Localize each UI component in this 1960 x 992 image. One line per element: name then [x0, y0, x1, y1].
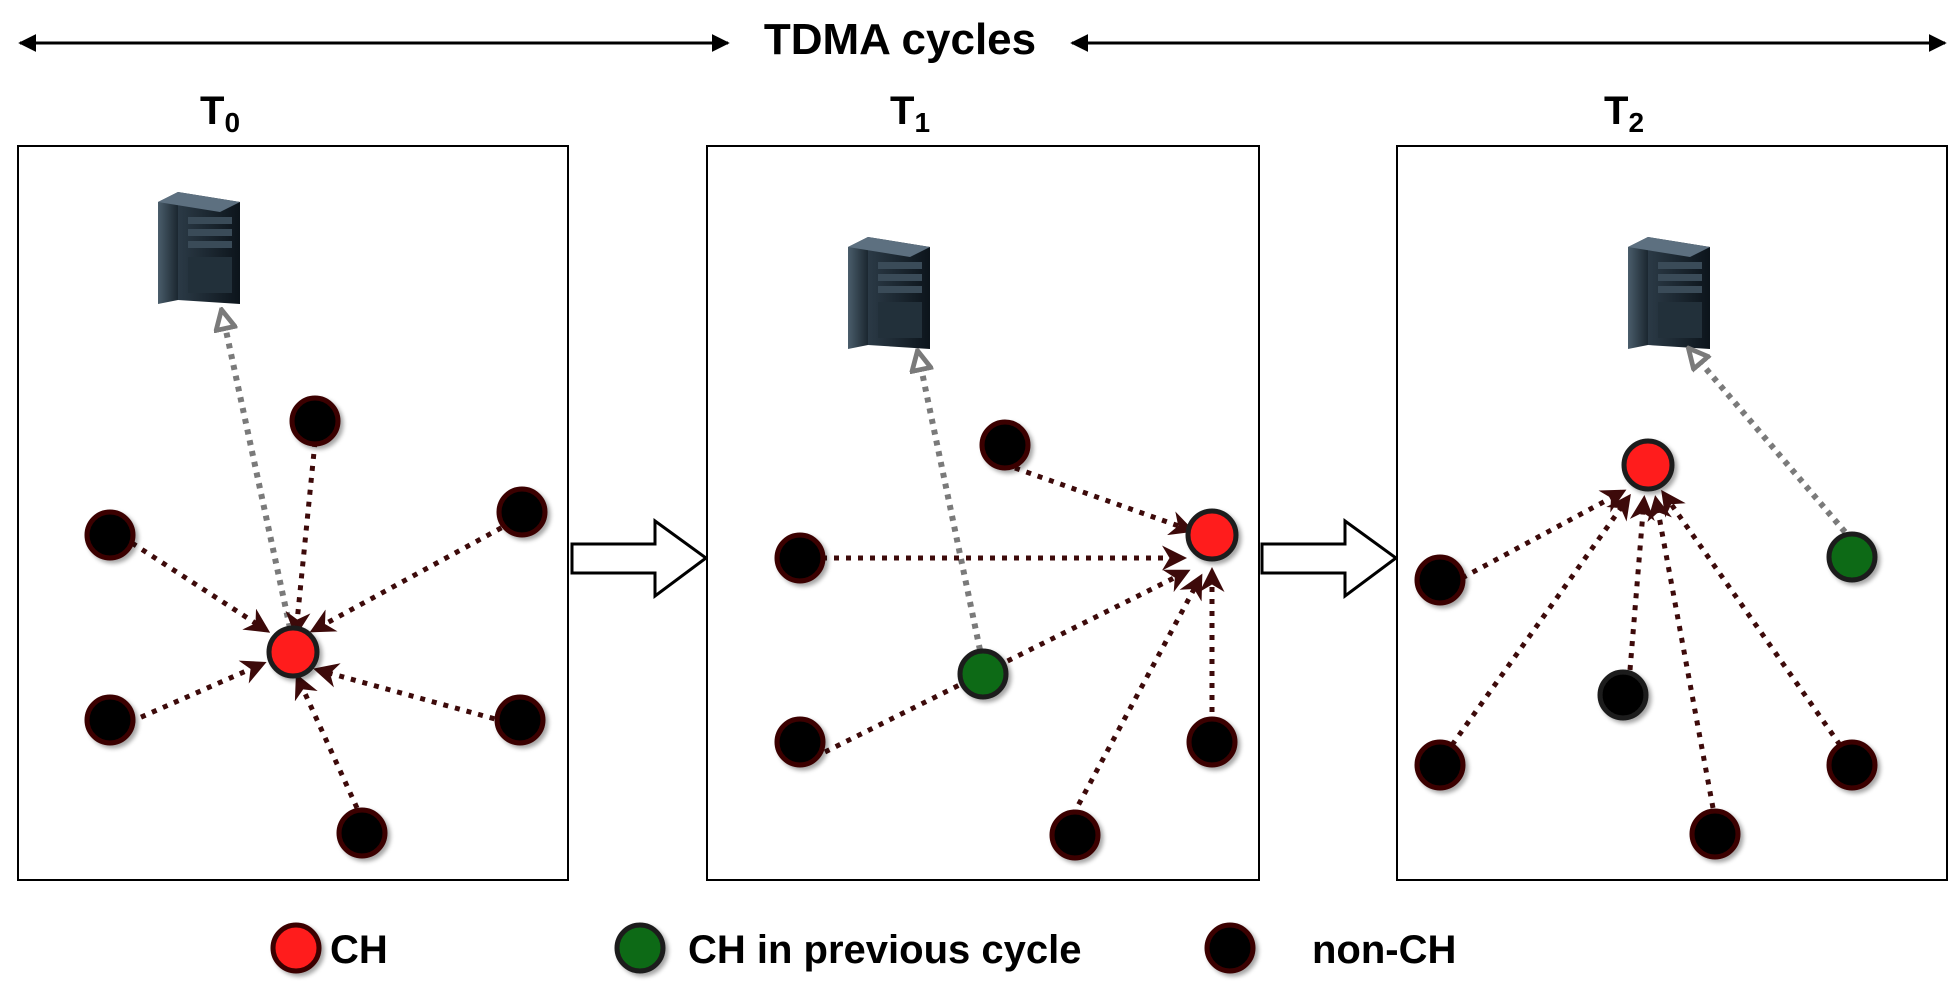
link: [309, 519, 514, 633]
prev-ch-node: [957, 648, 1009, 700]
node-group: [774, 419, 1239, 861]
prev-ch-node: [1826, 531, 1878, 583]
node-group: [1414, 438, 1878, 860]
server-tower-icon: [848, 237, 930, 349]
panel-t2: T2: [1396, 89, 1948, 881]
title-group: TDMA cycles: [18, 15, 1947, 64]
link-to-server: [1690, 350, 1848, 534]
legend-label-non-ch: non-CH: [1312, 928, 1456, 972]
non-ch-node: [1049, 809, 1101, 861]
panel-label-main: T: [200, 89, 224, 133]
link: [1647, 495, 1716, 809]
non-ch-node: [774, 532, 826, 584]
legend: CH CH in previous cycle non-CH: [270, 922, 1456, 974]
server-tower-icon: [1628, 237, 1710, 349]
server-tower-icon: [158, 192, 240, 304]
non-ch-node: [774, 716, 826, 768]
panel-t1: T1: [706, 89, 1260, 881]
link: [1070, 573, 1203, 817]
link: [1661, 489, 1843, 747]
non-ch-node: [1826, 739, 1878, 791]
non-ch-node: [1414, 739, 1466, 791]
non-ch-node: [84, 694, 136, 746]
link: [313, 663, 507, 725]
outline-arrow-right-icon: [570, 518, 709, 599]
panel-label-sub: 2: [1628, 107, 1644, 138]
legend-swatch-prev-ch: [614, 922, 666, 974]
non-ch-node: [1414, 554, 1466, 606]
non-ch-node: [84, 509, 136, 561]
link: [1627, 495, 1655, 671]
node-group: [84, 395, 548, 859]
ch-node: [1621, 438, 1675, 492]
non-ch-node: [289, 395, 341, 447]
non-ch-node: [1689, 808, 1741, 860]
non-ch-node: [1597, 669, 1649, 721]
link: [823, 569, 1191, 755]
panel-label-sub: 1: [914, 107, 930, 138]
panel-t0: T0: [17, 89, 569, 881]
legend-label-ch: CH: [330, 928, 388, 972]
panel-label-t1: T1: [890, 89, 930, 138]
link: [1449, 493, 1631, 747]
ch-node: [266, 625, 320, 679]
legend-label-prev-ch: CH in previous cycle: [688, 928, 1081, 972]
link: [285, 441, 318, 637]
non-ch-node: [979, 419, 1031, 471]
link: [130, 540, 271, 633]
legend-swatch-ch: [270, 922, 322, 974]
panel-label-t2: T2: [1604, 89, 1644, 138]
outline-arrow-right-icon: [1260, 518, 1399, 599]
panel-label-main: T: [890, 89, 914, 133]
diagram-title: TDMA cycles: [764, 15, 1036, 64]
non-ch-node: [336, 807, 388, 859]
panel-label-t0: T0: [200, 89, 240, 138]
ch-node: [1185, 508, 1239, 562]
panel-frame: [706, 145, 1260, 881]
panel-label-sub: 0: [224, 107, 240, 138]
non-ch-node: [496, 486, 548, 538]
link: [128, 660, 267, 725]
panel-label-main: T: [1604, 89, 1628, 133]
non-ch-node: [494, 694, 546, 746]
legend-swatch-non-ch: [1204, 922, 1256, 974]
non-ch-node: [1186, 716, 1238, 768]
